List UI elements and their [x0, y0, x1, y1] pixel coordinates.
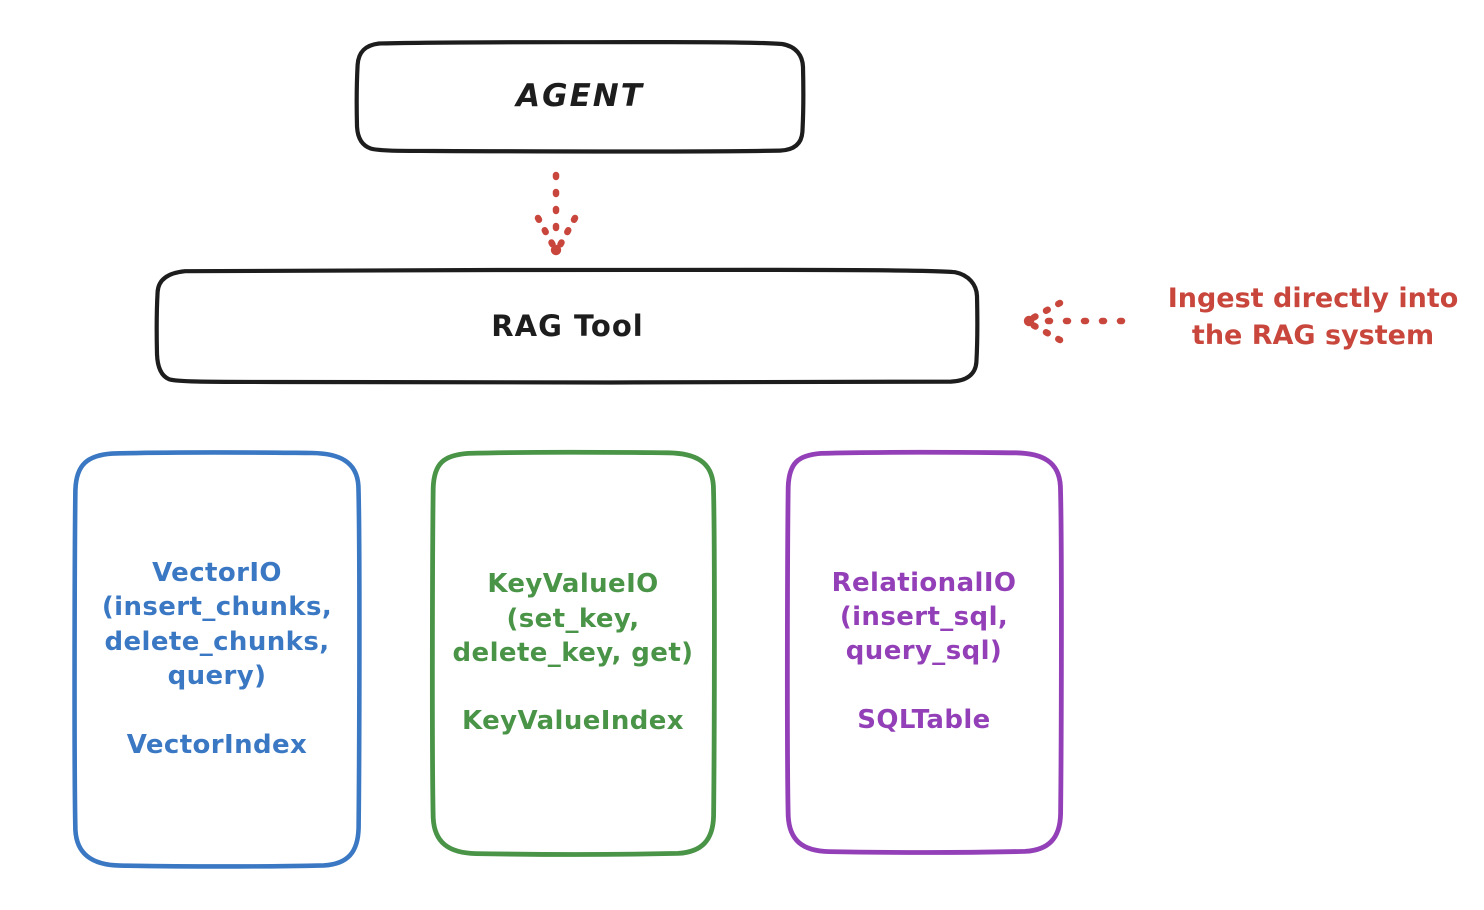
ingest-annotation-text: Ingest directly into the RAG system: [1167, 283, 1459, 352]
relational-io-node[interactable]: RelationalIO (insert_sql, query_sql) SQL…: [784, 449, 1064, 855]
ingest-to-rag-tool-arrow: [1023, 299, 1126, 344]
agent-label: AGENT: [516, 78, 644, 115]
key-value-io-node[interactable]: KeyValueIO (set_key, delete_key, get) Ke…: [429, 449, 717, 857]
agent-node[interactable]: AGENT: [354, 39, 806, 154]
rag-tool-label: RAG Tool: [491, 308, 644, 343]
agent-to-rag-tool-arrow: [534, 171, 579, 256]
relational-io-label: RelationalIO (insert_sql, query_sql) SQL…: [831, 567, 1017, 735]
vector-io-label: VectorIO (insert_chunks, delete_chunks, …: [101, 558, 333, 760]
vector-io-node[interactable]: VectorIO (insert_chunks, delete_chunks, …: [72, 450, 362, 869]
key-value-io-label: KeyValueIO (set_key, delete_key, get) Ke…: [452, 569, 694, 737]
rag-tool-node[interactable]: RAG Tool: [154, 267, 980, 385]
